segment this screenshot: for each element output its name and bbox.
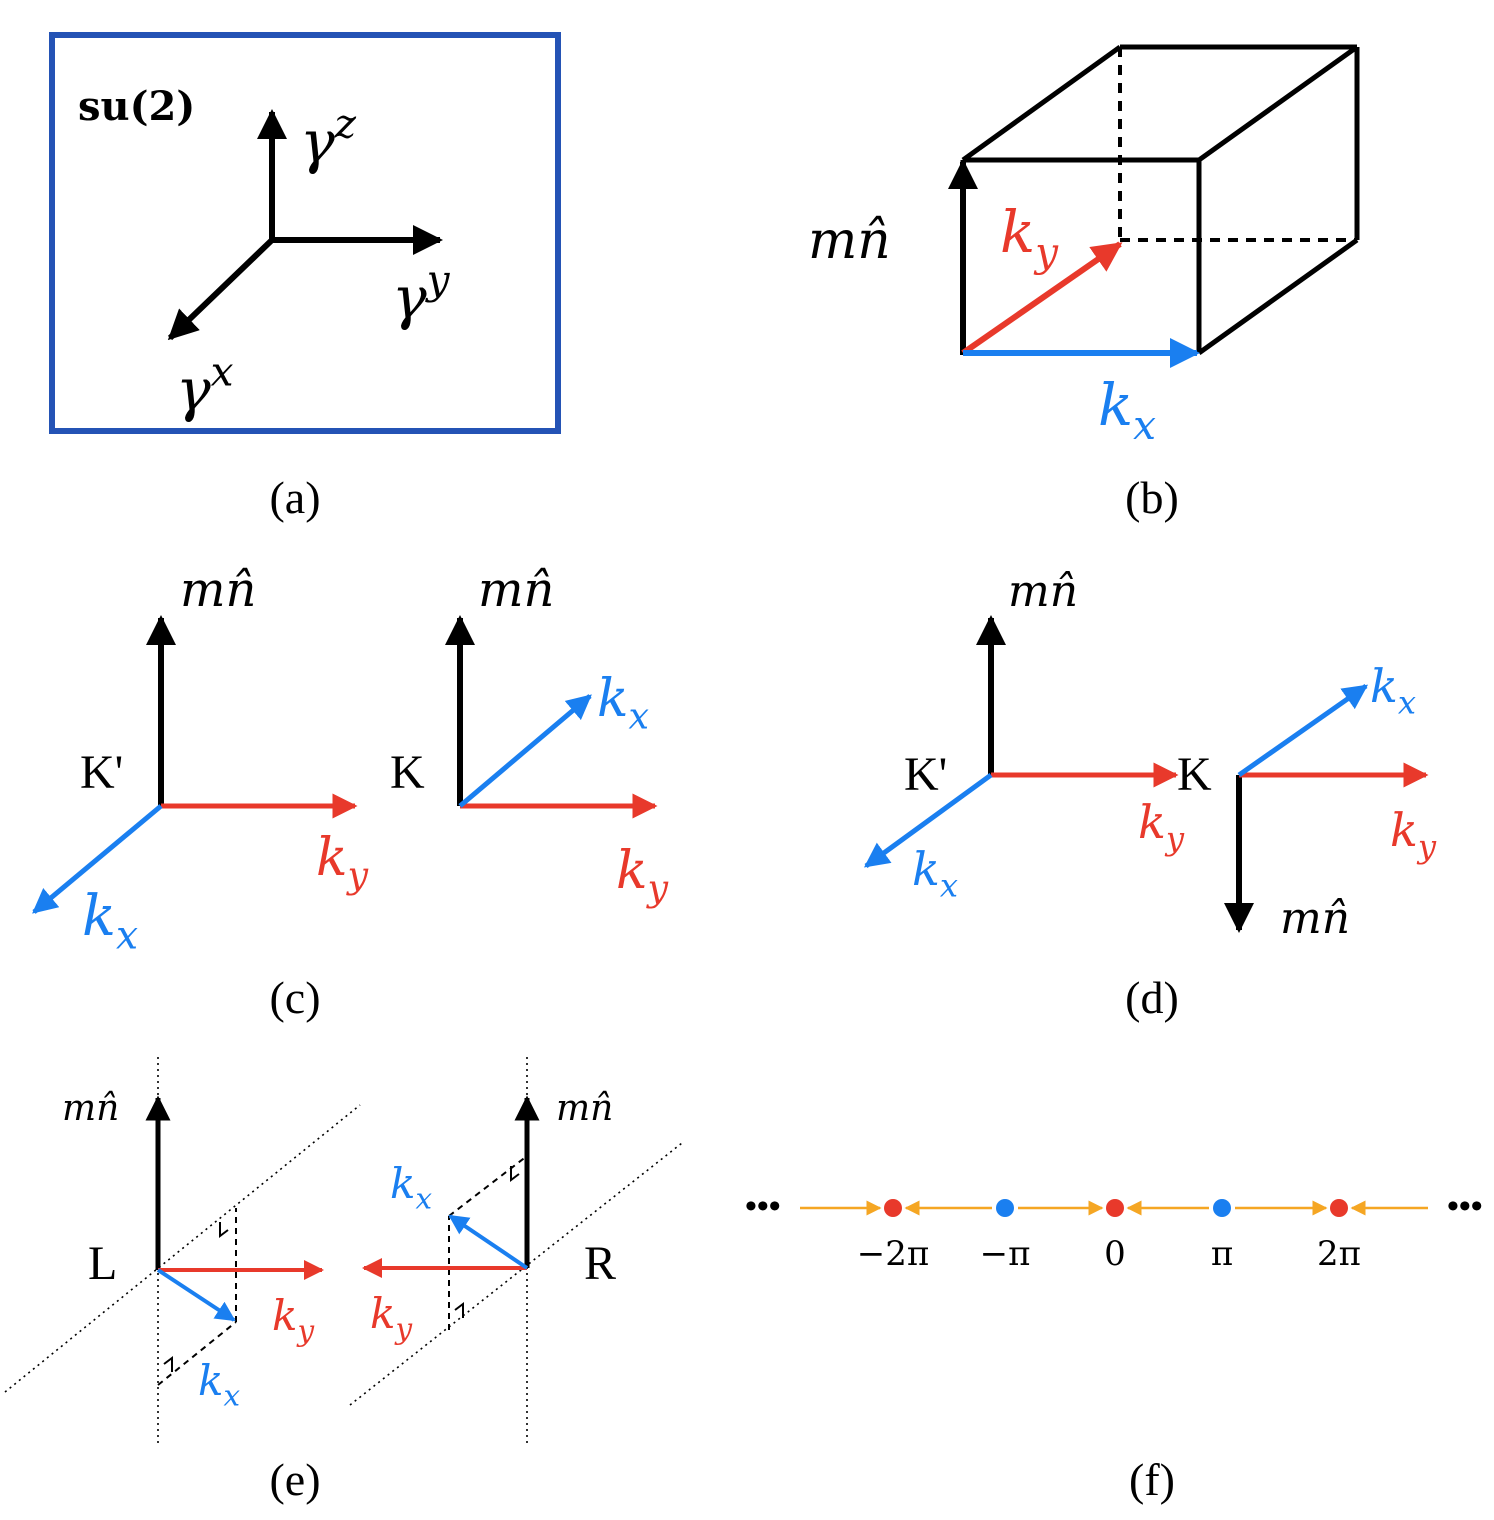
ky-label: ky xyxy=(370,1289,412,1345)
valley-label: L xyxy=(88,1237,117,1290)
kx-arrow xyxy=(448,1214,529,1270)
mass-label: mn̂ xyxy=(180,562,256,618)
fixed-points: −2π −π 0 π 2π xyxy=(857,1199,1361,1274)
fixed-point-red xyxy=(884,1199,902,1217)
kx-arrow xyxy=(458,694,592,808)
gamma-z-label: γz xyxy=(300,100,357,176)
kx-label: kx xyxy=(912,842,958,904)
panel-f: ••• ••• −2π −π 0 π 2π (f) xyxy=(745,1188,1483,1505)
kx-label: kx xyxy=(597,669,649,738)
kx-label: kx xyxy=(1098,371,1156,449)
kx-label: kx xyxy=(1370,659,1416,721)
valley-label: K' xyxy=(904,748,947,801)
caption-e: (e) xyxy=(269,1454,320,1505)
valley-r: R mn̂ ky kx xyxy=(349,1057,683,1443)
caption-c: (c) xyxy=(269,972,320,1023)
caption-a: (a) xyxy=(269,472,320,523)
kx-arrow xyxy=(32,804,163,914)
kx-arrow xyxy=(1237,683,1369,778)
valley-k: K mn̂ ky kx xyxy=(1177,659,1437,944)
guide-lines xyxy=(349,1057,683,1443)
fixed-point-red xyxy=(1106,1199,1124,1217)
ky-label: ky xyxy=(316,828,369,897)
gamma-x-label: γx xyxy=(176,348,234,424)
ellipsis-left: ••• xyxy=(745,1188,781,1225)
fixed-point-red xyxy=(1330,1199,1348,1217)
ellipsis-right: ••• xyxy=(1447,1188,1483,1225)
ky-label: ky xyxy=(272,1291,314,1347)
mass-label: mn̂ xyxy=(62,1088,119,1129)
kx-label: kx xyxy=(198,1356,240,1412)
panel-a: su(2) γz γy γx (a) xyxy=(49,32,561,523)
projection-box xyxy=(448,1155,528,1330)
caption-f: (f) xyxy=(1129,1454,1175,1505)
ky-label: ky xyxy=(616,841,669,910)
ky-arrow xyxy=(961,241,1123,356)
fixed-point-label: 2π xyxy=(1317,1234,1361,1274)
caption-d: (d) xyxy=(1125,972,1179,1023)
caption-b: (b) xyxy=(1125,472,1179,523)
valley-l: L mn̂ ky kx xyxy=(4,1057,361,1443)
cube-hidden-edges xyxy=(1118,47,1357,242)
fixed-point-blue xyxy=(996,1199,1014,1217)
valley-label: K xyxy=(390,746,425,799)
panel-b: mn̂ ky kx (b) xyxy=(808,44,1360,523)
algebra-label: su(2) xyxy=(78,83,195,130)
valley-label: K' xyxy=(80,746,123,799)
kx-arrow xyxy=(156,1268,236,1322)
panel-a-frame xyxy=(49,32,561,434)
valley-k: K mn̂ ky kx xyxy=(390,562,669,910)
fixed-point-label: −π xyxy=(980,1234,1031,1274)
valley-label: R xyxy=(584,1237,616,1290)
mass-label: mn̂ xyxy=(556,1088,613,1129)
valley-k-prime: K' mn̂ ky kx xyxy=(863,566,1185,904)
mass-label: mn̂ xyxy=(1008,566,1078,617)
projection-box xyxy=(157,1208,237,1386)
fixed-point-label: −2π xyxy=(857,1234,929,1274)
panel-c: K' mn̂ ky kx K mn̂ ky kx (c) xyxy=(32,562,669,1023)
ky-label: ky xyxy=(1000,198,1059,276)
fixed-point-label: π xyxy=(1211,1234,1233,1274)
kx-arrow xyxy=(863,772,993,869)
panel-d: K' mn̂ ky kx K mn̂ ky kx (d) xyxy=(863,566,1437,1023)
ky-label: ky xyxy=(1138,795,1185,857)
fixed-point-blue xyxy=(1213,1199,1231,1217)
valley-label: K xyxy=(1177,748,1212,801)
mass-label: mn̂ xyxy=(1280,893,1350,944)
fixed-point-label: 0 xyxy=(1104,1234,1126,1274)
mass-label: mn̂ xyxy=(808,211,891,271)
gamma-y-label: γy xyxy=(392,256,451,332)
valley-k-prime: K' mn̂ ky kx xyxy=(32,562,369,959)
guide-lines xyxy=(4,1057,361,1443)
kx-label: kx xyxy=(82,884,138,959)
ky-label: ky xyxy=(1390,803,1437,865)
gamma-x-axis xyxy=(167,237,275,341)
panel-e: L mn̂ ky kx R mn̂ ky kx (e) xyxy=(4,1057,683,1505)
kx-label: kx xyxy=(390,1159,432,1215)
mass-label: mn̂ xyxy=(478,562,554,618)
